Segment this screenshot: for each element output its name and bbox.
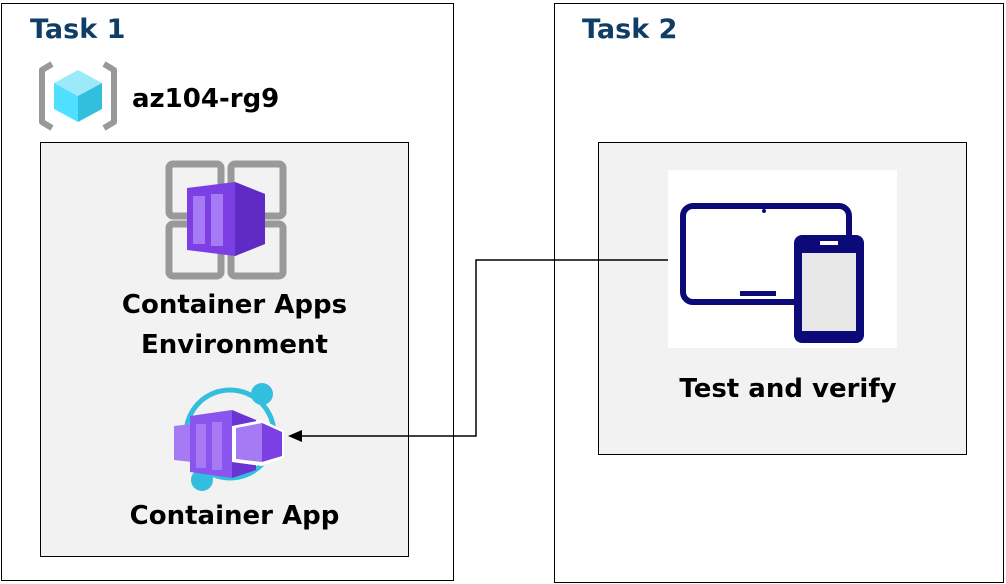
task2-title: Task 2 [582, 14, 678, 45]
environment-label-line1: Container Apps [121, 290, 348, 320]
environment-label-line2: Environment [141, 330, 328, 360]
verify-label: Test and verify [679, 374, 897, 404]
resource-group-name: az104-rg9 [132, 84, 280, 114]
resource-group-icon [39, 61, 117, 131]
container-app-label: Container App [129, 501, 340, 531]
container-apps-environment-icon [165, 160, 287, 280]
task2-box [554, 3, 1004, 583]
container-app-icon [174, 383, 284, 491]
tablet-phone-devices-icon [680, 203, 864, 343]
task1-title: Task 1 [30, 14, 126, 45]
task1-box [1, 3, 454, 581]
